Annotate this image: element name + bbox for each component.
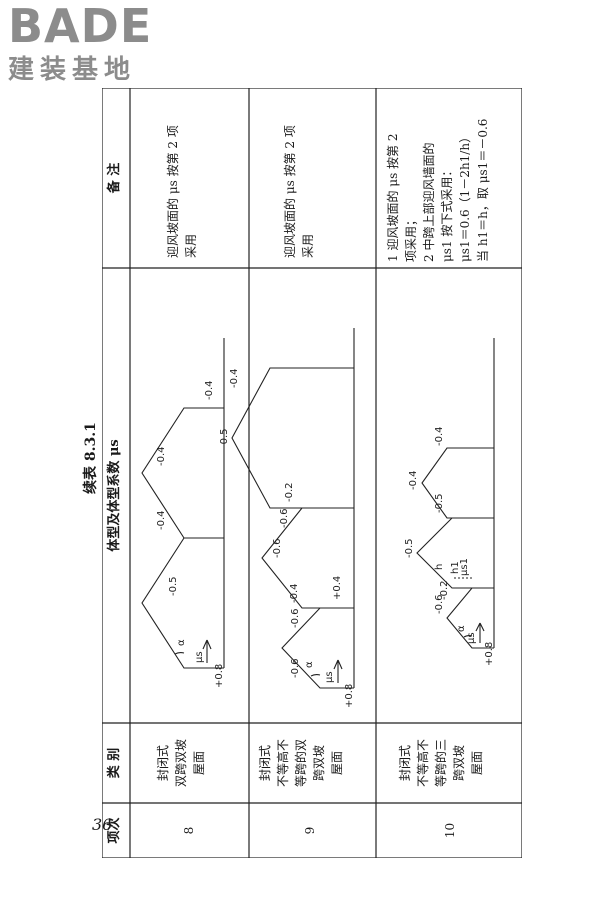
row-10-category: 封闭式 不等高不 等跨的三 跨双坡 屋面 [396, 723, 486, 803]
r8-label-1: +0.8 [214, 664, 225, 688]
brand-subtitle: 建装基地 [8, 55, 137, 85]
table-caption: 续表 8.3.1 [83, 422, 99, 494]
r10-label-9: -0.4 [408, 470, 419, 490]
row-10-index: 10 [443, 822, 457, 839]
row-10-notes-line-6: 当 h1＝h，取 μs1＝－0.6 [476, 118, 490, 262]
row-9-notes-line-2: 采用 [301, 233, 315, 258]
r10-label-7: -0.5 [404, 538, 415, 558]
header-figure: 体型及体型系数 μs [107, 439, 122, 552]
row-8-index: 8 [182, 826, 196, 835]
r9-label-6: -0.6 [272, 538, 283, 558]
table-grid: +0.8 -0.5 -0.4 -0.4 -0.4 μs α +0.8 -0.6 … [102, 88, 522, 858]
r10-label-11: μs [466, 632, 477, 644]
row-9-notes: 迎风坡面的 μs 按第 2 项 采用 [281, 93, 317, 258]
r9-label-12: α [304, 661, 315, 668]
r9-label-1: +0.8 [344, 684, 355, 708]
r8-label-6: μs [194, 651, 205, 663]
r9-label-10: -0.4 [229, 368, 240, 388]
r10-label-3: -0.2 [439, 580, 450, 600]
r9-label-7: -0.6 [279, 508, 290, 528]
r9-label-5: +0.4 [332, 576, 343, 600]
r9-label-8: -0.2 [284, 482, 295, 502]
row-10-category-line-5: 屋面 [470, 751, 484, 776]
row-8-category-line-2: 双跨双坡 [174, 739, 188, 788]
row-9-category-line-4: 跨双坡 [312, 745, 326, 782]
r9-label-3: -0.6 [290, 608, 301, 628]
row-9-category: 封闭式 不等高不 等跨的双 跨双坡 屋面 [256, 723, 346, 803]
r8-label-7: α [176, 639, 187, 646]
row-10-notes-line-3: 2 中跨上部迎风墙面的 [422, 142, 436, 262]
row-10-notes-line-1: 1 迎风坡面的 μs 按第 2 [386, 133, 400, 263]
r10-label-6: h [434, 564, 445, 570]
r8-label-5: -0.4 [204, 380, 215, 400]
figure-row-8 [141, 338, 225, 669]
r10-label-1: +0.8 [484, 642, 495, 666]
r8-label-4: -0.4 [156, 446, 167, 466]
row-10-notes-line-4: μs1 按下式采用： [440, 164, 454, 262]
figure-row-9 [231, 328, 355, 689]
header-category: 类 别 [107, 747, 122, 779]
row-9-category-line-5: 屋面 [330, 751, 344, 776]
rotated-table-page: 续表 8.3.1 +0.8 -0.5 -0.4 -0.4 -0.4 [76, 88, 526, 858]
r9-label-2: -0.6 [290, 658, 301, 678]
row-8-category-line-1: 封闭式 [156, 745, 170, 782]
r9-label-9: -0.5 [219, 428, 230, 448]
header-notes: 备 注 [107, 162, 122, 194]
row-8-category-line-3: 屋面 [192, 751, 206, 776]
r10-label-12: α [456, 625, 467, 632]
r9-label-4: -0.4 [289, 583, 300, 603]
row-8-notes: 迎风坡面的 μs 按第 2 项 采用 [164, 93, 200, 258]
brand-logo: BADE [8, 0, 153, 53]
row-10-category-line-4: 跨双坡 [452, 745, 466, 782]
r10-label-4: μs1 [459, 558, 470, 576]
page-number: 36 [92, 815, 113, 834]
r8-label-3: -0.4 [156, 510, 167, 530]
row-10-category-line-2: 不等高不 [416, 739, 430, 788]
row-10-notes-line-5: μs1＝0.6（1－2h1/h） [458, 130, 472, 262]
r8-label-2: -0.5 [168, 576, 179, 596]
row-10-category-line-1: 封闭式 [398, 745, 412, 782]
row-8-notes-line-1: 迎风坡面的 μs 按第 2 项 [166, 125, 180, 258]
r10-label-10: -0.4 [434, 426, 445, 446]
row-10-category-line-3: 等跨的三 [434, 739, 448, 788]
row-8-notes-line-2: 采用 [184, 233, 198, 258]
r10-label-2: -0.6 [434, 594, 445, 614]
row-9-category-line-1: 封闭式 [258, 745, 272, 782]
row-9-category-line-3: 等跨的双 [294, 739, 308, 788]
figure-row-10 [416, 338, 495, 649]
row-10-notes: 1 迎风坡面的 μs 按第 2 项采用； 2 中跨上部迎风墙面的 μs1 按下式… [384, 90, 492, 262]
row-10-notes-line-2: 项采用； [404, 213, 418, 262]
row-9-notes-line-1: 迎风坡面的 μs 按第 2 项 [283, 125, 297, 258]
row-8-category: 封闭式 双跨双坡 屋面 [154, 723, 208, 803]
r10-label-5: h1 [450, 561, 461, 574]
row-9-index: 9 [303, 826, 317, 835]
r10-label-8: -0.5 [434, 493, 445, 513]
row-9-category-line-2: 不等高不 [276, 739, 290, 788]
r9-label-11: μs [324, 671, 335, 683]
